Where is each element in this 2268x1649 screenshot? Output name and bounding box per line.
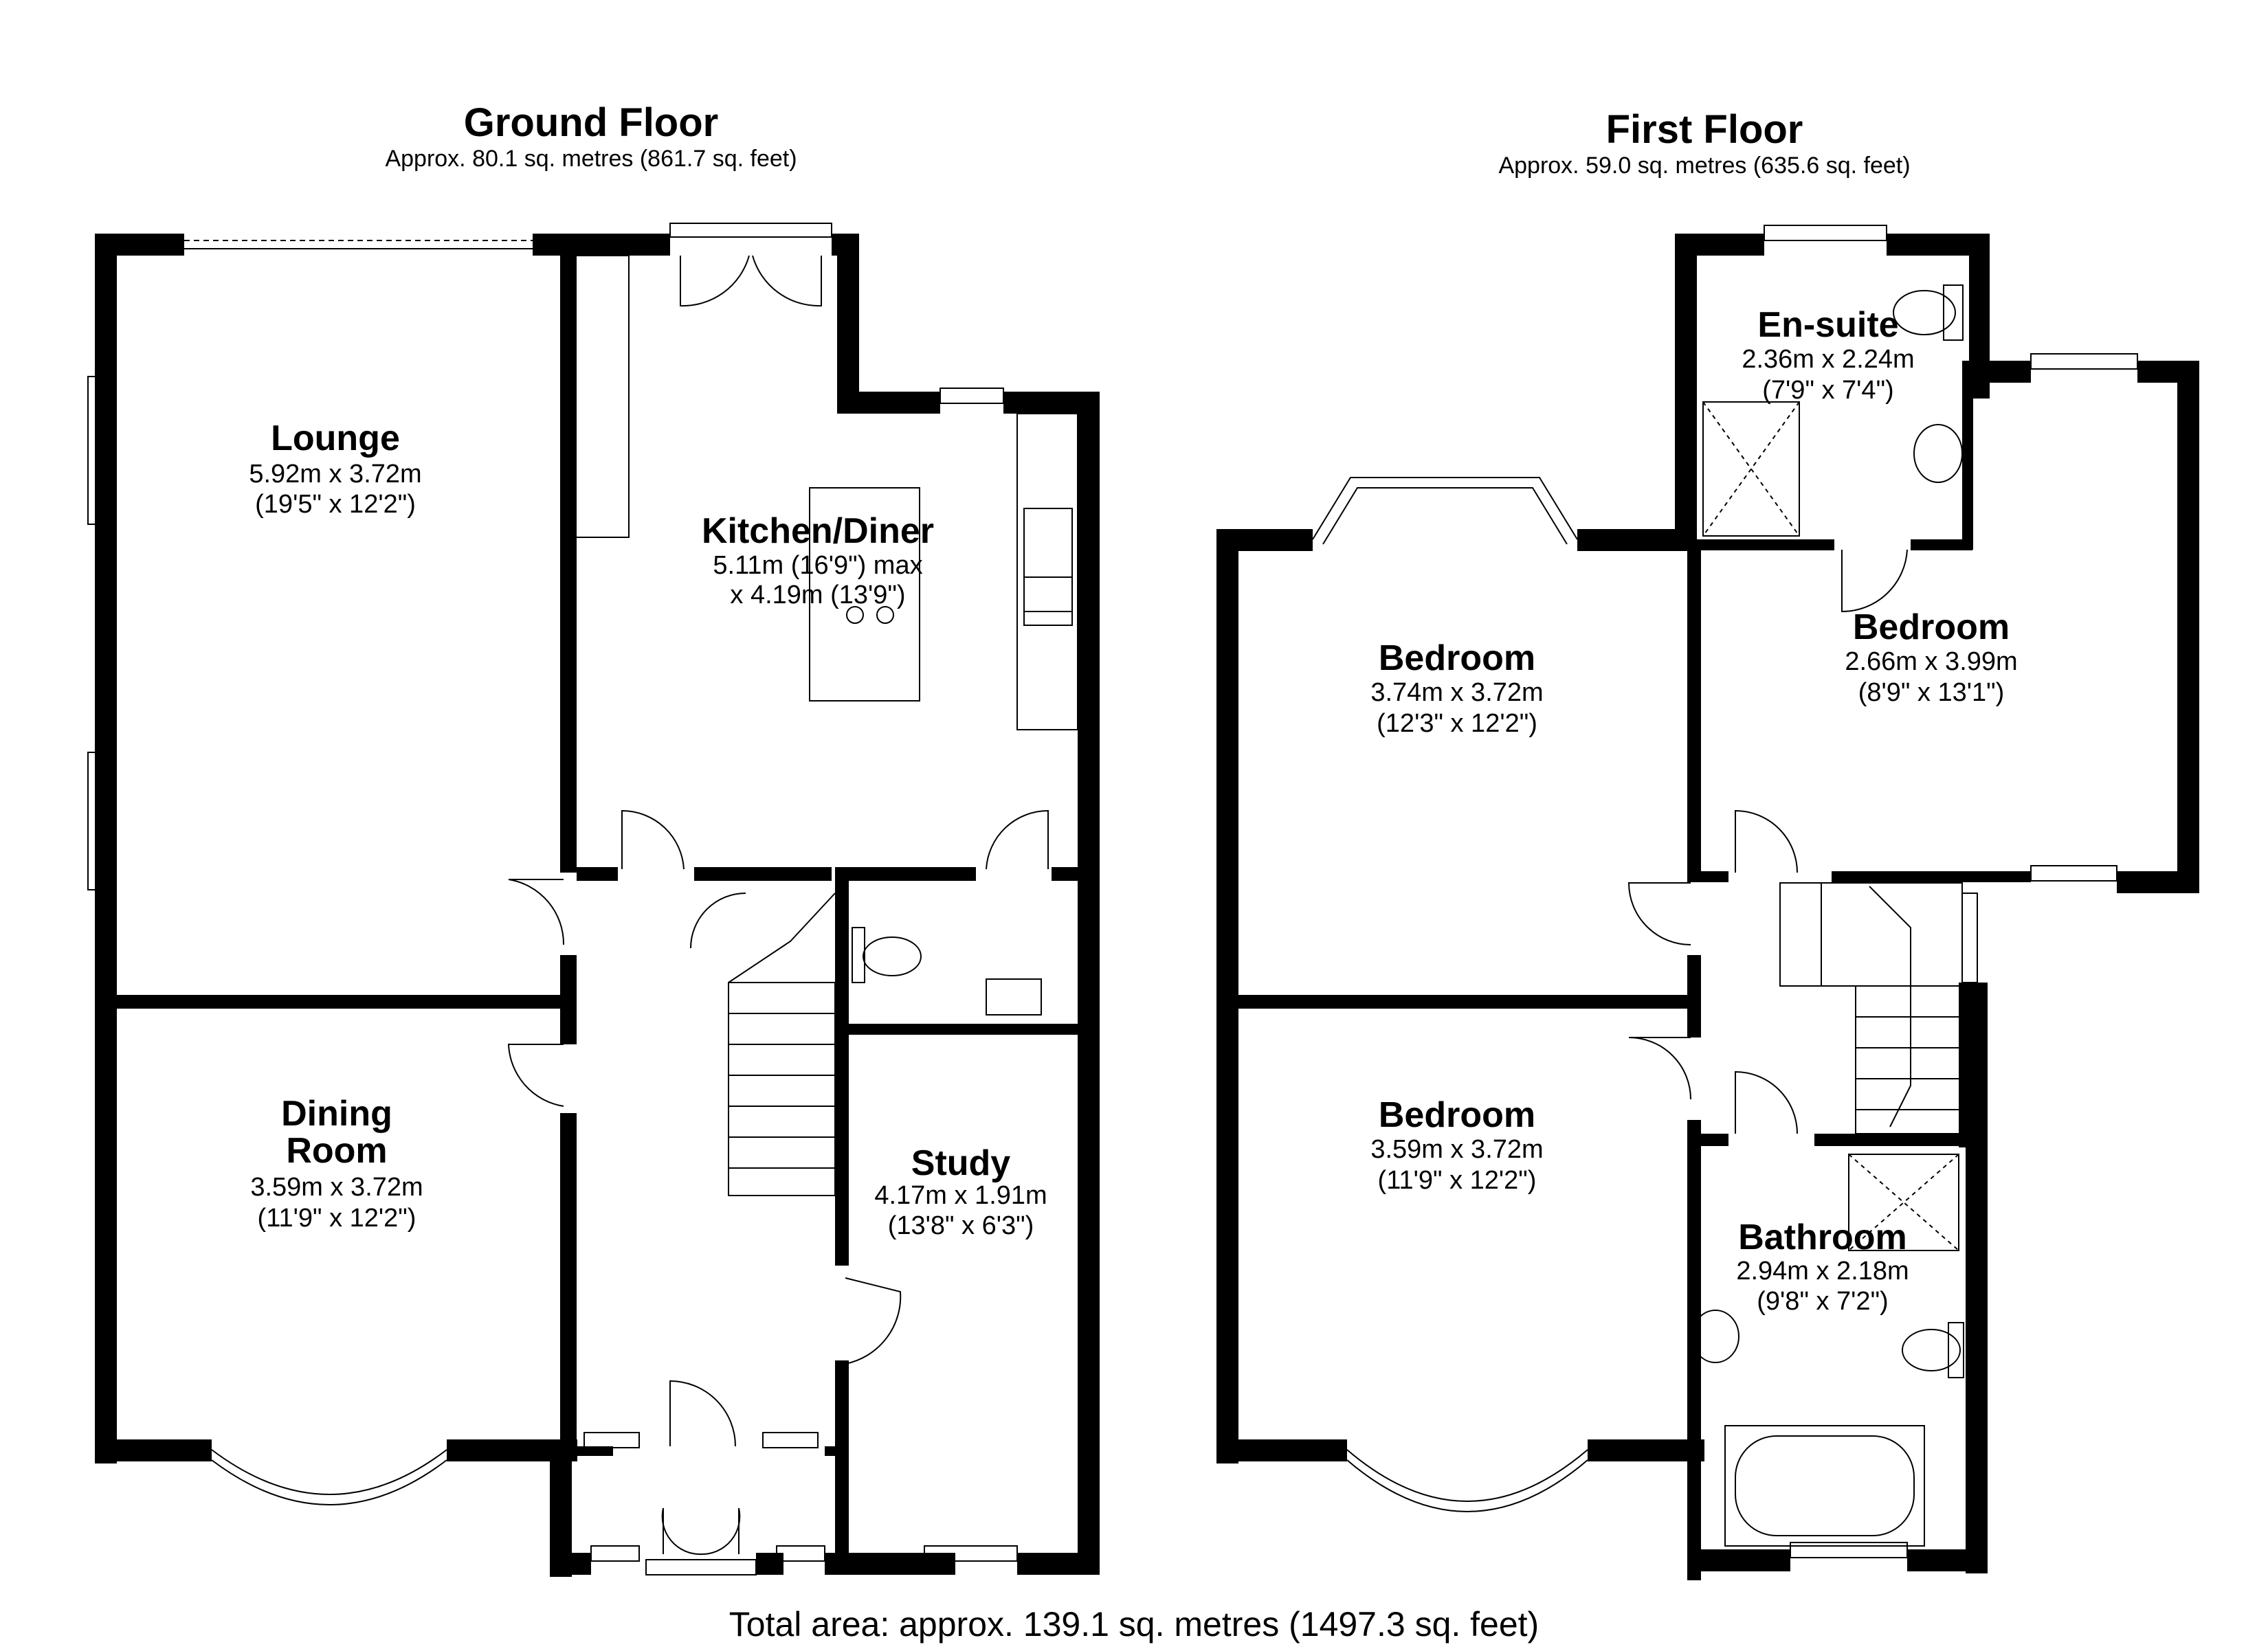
bedroom-rear-left-name: Bedroom [1379, 1095, 1535, 1135]
wall [1687, 1134, 1701, 1580]
wall [1687, 1134, 1728, 1146]
wall [2177, 361, 2199, 893]
dining-name-line1: Dining [281, 1094, 392, 1134]
bedroom-right-imperial: (8'9" x 13'1") [1858, 678, 2005, 707]
wall [845, 867, 976, 881]
wall [1052, 867, 1079, 881]
study-metric: 4.17m x 1.91m [874, 1181, 1047, 1210]
ground-floor-labels: Lounge 5.92m x 3.72m (19'5" x 12'2") Kit… [249, 418, 1047, 1240]
wall [1911, 539, 1972, 550]
wall [1216, 529, 1313, 551]
wall [1697, 539, 1834, 550]
study-imperial: (13'8" x 6'3") [888, 1211, 1034, 1240]
dining-name-line2: Room [286, 1131, 387, 1171]
lounge-imperial: (19'5" x 12'2") [255, 490, 416, 519]
wall [1078, 392, 1100, 1573]
wall [1216, 529, 1238, 1463]
bedroom-rear-left-metric: 3.59m x 3.72m [1370, 1135, 1543, 1164]
first-floor-area: Approx. 59.0 sq. metres (635.6 sq. feet) [1498, 153, 1911, 179]
lounge-name: Lounge [271, 418, 400, 458]
wall [1017, 1553, 1100, 1575]
ensuite-metric: 2.36m x 2.24m [1742, 345, 1914, 374]
wall [1675, 234, 1697, 550]
wall [1687, 1549, 1790, 1571]
wall [2117, 871, 2199, 893]
dining-metric: 3.59m x 3.72m [250, 1173, 423, 1202]
wall [95, 1439, 212, 1461]
wall [1238, 995, 1692, 1009]
ground-floor-header: Ground Floor Approx. 80.1 sq. metres (86… [247, 100, 935, 172]
kitchen-name: Kitchen/Diner [702, 511, 934, 551]
total-area: Total area: approx. 139.1 sq. metres (14… [729, 1605, 1539, 1644]
wall [1588, 1439, 1704, 1461]
bathroom-metric: 2.94m x 2.18m [1736, 1257, 1909, 1286]
wall [1687, 955, 1701, 1037]
bathroom-imperial: (9'8" x 7'2") [1757, 1287, 1888, 1316]
wall [572, 1446, 613, 1456]
kitchen-metric: 5.11m (16'9") max [713, 551, 922, 580]
wall [1966, 983, 1988, 1573]
bathroom-name: Bathroom [1738, 1218, 1907, 1257]
wall [1577, 529, 1694, 551]
kitchen-imperial: x 4.19m (13'9") [730, 581, 905, 609]
bedroom-right-metric: 2.66m x 3.99m [1845, 647, 2017, 676]
wall [1907, 1549, 1988, 1571]
dining-imperial: (11'9" x 12'2") [258, 1204, 416, 1233]
wall [117, 995, 570, 1009]
wall [1687, 543, 1701, 876]
wall [560, 1113, 577, 1457]
wall [837, 234, 859, 412]
first-floor-title: First Floor [1605, 107, 1803, 152]
wall [1216, 1439, 1347, 1461]
lounge-metric: 5.92m x 3.72m [249, 460, 421, 489]
bedroom-rear-left-imperial: (11'9" x 12'2") [1378, 1166, 1537, 1195]
bedroom-right-name: Bedroom [1853, 607, 2010, 647]
first-floor-fixtures [1312, 225, 2138, 1558]
bedroom-front-left-name: Bedroom [1379, 638, 1535, 678]
wall [756, 1553, 783, 1575]
wall [1814, 1134, 1972, 1146]
wall [1962, 361, 1973, 550]
wall [849, 1024, 1079, 1035]
study-name: Study [911, 1143, 1011, 1183]
wall [1832, 871, 2031, 882]
ground-floor-title: Ground Floor [463, 100, 719, 145]
wall [694, 867, 832, 881]
bedroom-front-left-imperial: (12'3" x 12'2") [1377, 709, 1537, 738]
wall [577, 867, 618, 881]
wall [835, 1360, 849, 1567]
wall [550, 1553, 591, 1575]
wall [1675, 234, 1764, 256]
first-floor-plan [1216, 234, 2199, 1580]
ground-floor-plan [95, 234, 1100, 1577]
wall [837, 392, 940, 414]
ground-floor-fixtures [87, 223, 1078, 1575]
first-floor-header: First Floor Approx. 59.0 sq. metres (635… [1361, 106, 2048, 179]
first-floor-labels: En-suite 2.36m x 2.24m (7'9" x 7'4") Bed… [1370, 305, 2017, 1316]
wall [835, 867, 849, 1266]
wall [1687, 871, 1728, 882]
ground-floor-area: Approx. 80.1 sq. metres (861.7 sq. feet) [385, 146, 797, 172]
wall [1969, 361, 2031, 383]
ensuite-name: En-suite [1757, 305, 1898, 345]
bedroom-front-left-metric: 3.74m x 3.72m [1370, 678, 1543, 707]
ensuite-imperial: (7'9" x 7'4") [1762, 376, 1893, 405]
wall [95, 234, 117, 1463]
wall [95, 234, 184, 256]
